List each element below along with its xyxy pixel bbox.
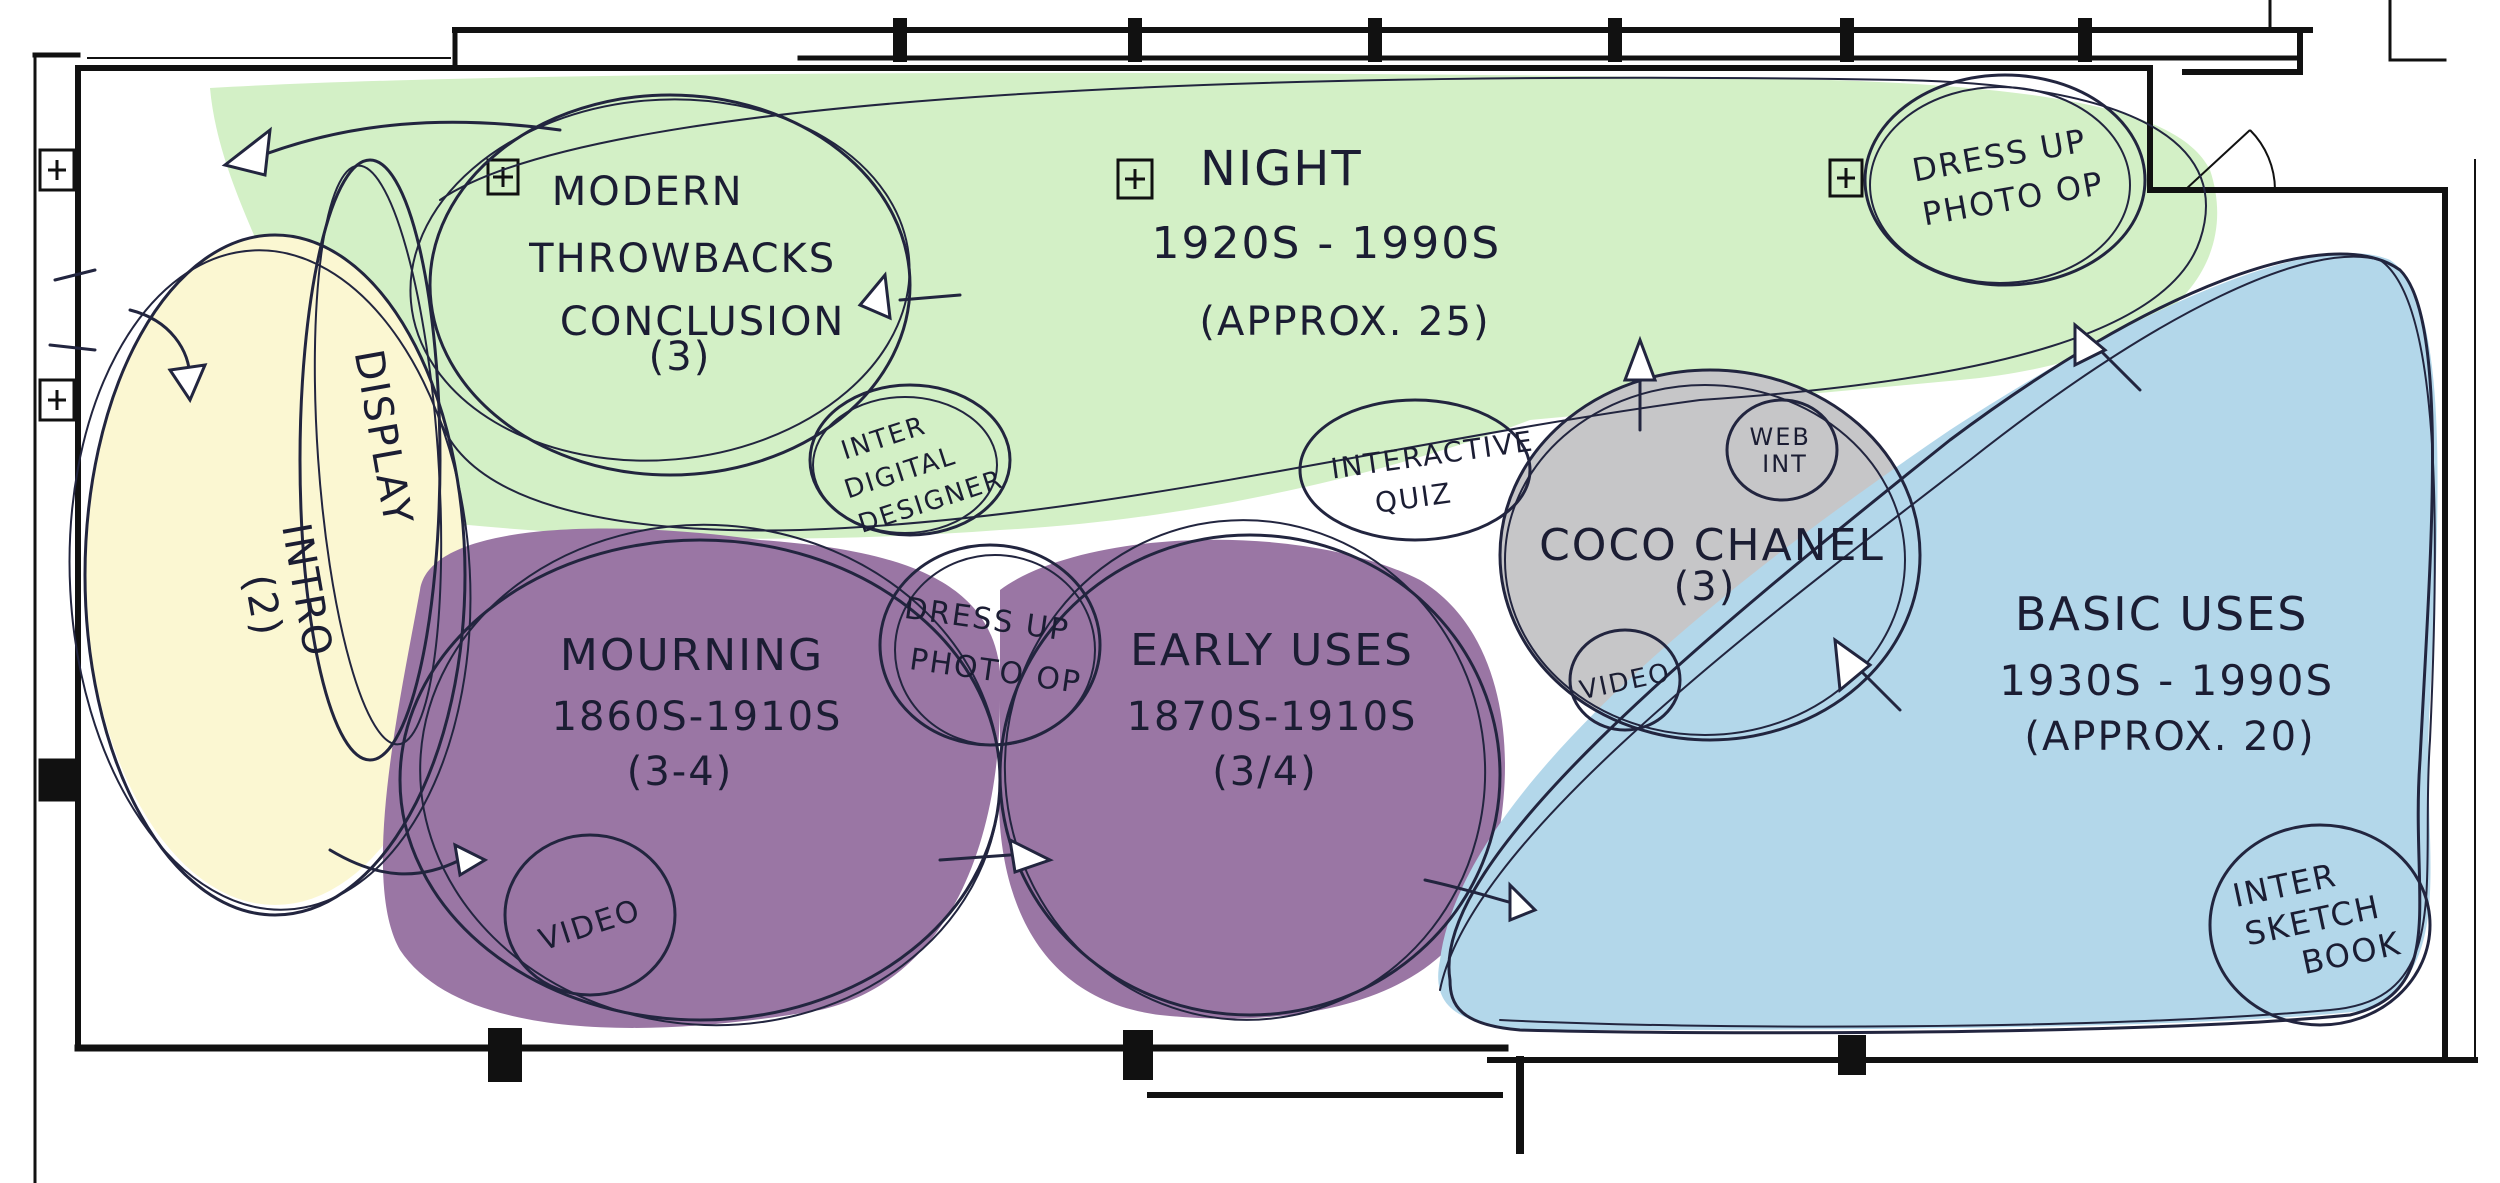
interactive-quiz-outline	[1298, 398, 1532, 542]
arrow-icon	[1858, 668, 1902, 712]
inter-digital-outline-2	[812, 396, 998, 534]
door-icon	[2184, 129, 2276, 191]
inter-digital-outline	[808, 383, 1012, 537]
zone-label-early-uses: EARLY USES 1870S-1910S (3/4)	[1127, 625, 1434, 795]
column-row-bottom	[488, 1028, 1866, 1082]
video-left-outline	[503, 833, 677, 997]
column-icon	[488, 1028, 522, 1082]
zone-label-basic-uses: BASIC USES 1930S - 1990S (APPROX. 20)	[1999, 587, 2351, 760]
arrow-icon	[1508, 881, 1538, 923]
arrow-icon	[1622, 335, 1658, 382]
display-outline	[298, 158, 442, 762]
display-outline-2	[313, 164, 443, 746]
dress-up-mid-outline-2	[894, 554, 1096, 746]
early-uses-outline	[998, 533, 1502, 1017]
arrow-icon	[2073, 321, 2108, 368]
column-icon	[1608, 18, 1622, 62]
arrow-icon	[898, 293, 962, 302]
arrow-icon	[221, 126, 272, 177]
green-zone-fill	[210, 72, 2218, 539]
column-icon	[1128, 18, 1142, 62]
column-icon	[1828, 158, 1864, 198]
arrow-icon	[857, 271, 892, 321]
arrow-icon	[453, 842, 489, 878]
arrow-icon	[53, 268, 97, 282]
basic-uses-outline	[1447, 252, 2434, 1035]
column-icon	[2078, 18, 2092, 62]
modern-outline-2	[409, 98, 911, 462]
dress-up-top-outline-2	[1869, 86, 2131, 284]
column-icon	[893, 18, 907, 62]
column-icon	[1123, 1030, 1153, 1080]
coco-outline-2	[1504, 384, 1906, 736]
arrow-icon	[1008, 837, 1054, 874]
blue-zone-fill	[1438, 253, 2438, 1031]
web-int-outline	[1725, 398, 1839, 502]
zone-label-coco: COCO CHANEL (3)	[1539, 520, 1901, 610]
arrow-icon	[248, 120, 562, 162]
inter-sketch-outline	[2208, 823, 2432, 1027]
arrow-icon	[328, 848, 462, 876]
video-right-outline	[1568, 628, 1682, 732]
building-walls	[32, 0, 2478, 1183]
intro-outline-2	[68, 249, 472, 911]
column-icon	[1838, 1035, 1866, 1075]
column-icon	[1840, 18, 1854, 62]
arrow-icon	[938, 853, 1012, 862]
sketch-outlines	[48, 73, 2436, 1035]
zone-label-mourning: MOURNING 1860S-1910S (3-4)	[552, 630, 859, 795]
basic-uses-outline-2	[1439, 255, 2436, 1028]
zone-label-night: NIGHT 1920S - 1990S (APPROX. 25)	[1152, 141, 1519, 345]
arrow-icon	[1833, 636, 1873, 693]
column-icon	[38, 148, 76, 192]
night-outline	[439, 76, 2207, 532]
zone-label-web-int: WEB INT	[1750, 423, 1821, 478]
column-icon	[1116, 158, 1154, 200]
arrow-icon	[167, 363, 208, 404]
yellow-zone-fill	[85, 235, 465, 905]
column-icon	[38, 758, 76, 802]
column-icon	[1368, 18, 1382, 62]
modern-outline	[428, 93, 912, 477]
zone-label-modern: MODERN THROWBACKS CONCLUSION (3)	[528, 169, 860, 380]
column-row-top	[893, 18, 2092, 62]
purple-zone-fill-left	[382, 528, 1001, 1028]
mourning-outline-2	[419, 523, 1001, 1027]
arrow-icon	[48, 343, 97, 352]
coco-outline	[1498, 368, 1922, 742]
intro-outline	[83, 233, 467, 917]
purple-zone-fill-right	[998, 539, 1505, 1019]
zone-fills	[85, 72, 2438, 1031]
wall-markers	[38, 148, 1864, 802]
early-uses-outline-2	[1003, 519, 1487, 1021]
arrow-icon	[2098, 348, 2142, 392]
column-icon	[486, 158, 520, 196]
column-icon	[38, 378, 76, 422]
dress-up-top-outline	[1863, 73, 2147, 287]
